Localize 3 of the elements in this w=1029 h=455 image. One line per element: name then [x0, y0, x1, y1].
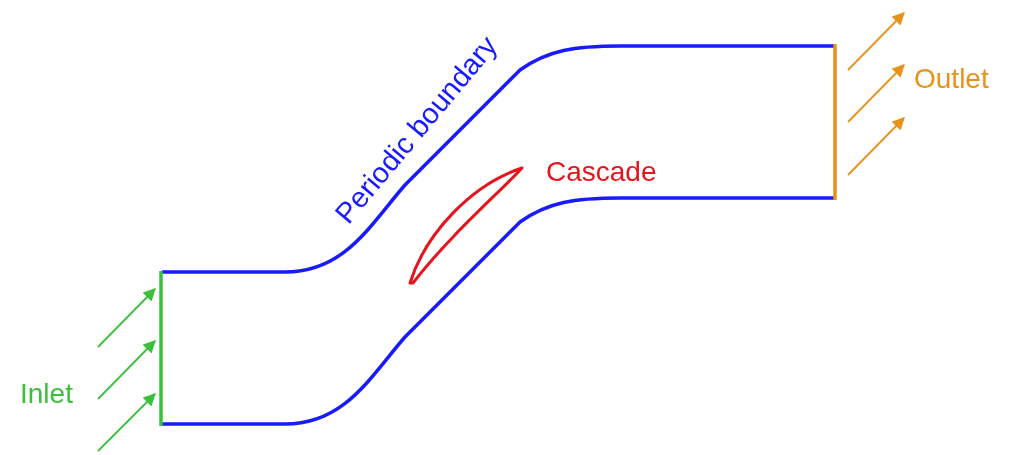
outlet-label: Outlet [914, 65, 989, 93]
cascade-label: Cascade [546, 158, 657, 186]
inlet-label: Inlet [20, 380, 73, 408]
